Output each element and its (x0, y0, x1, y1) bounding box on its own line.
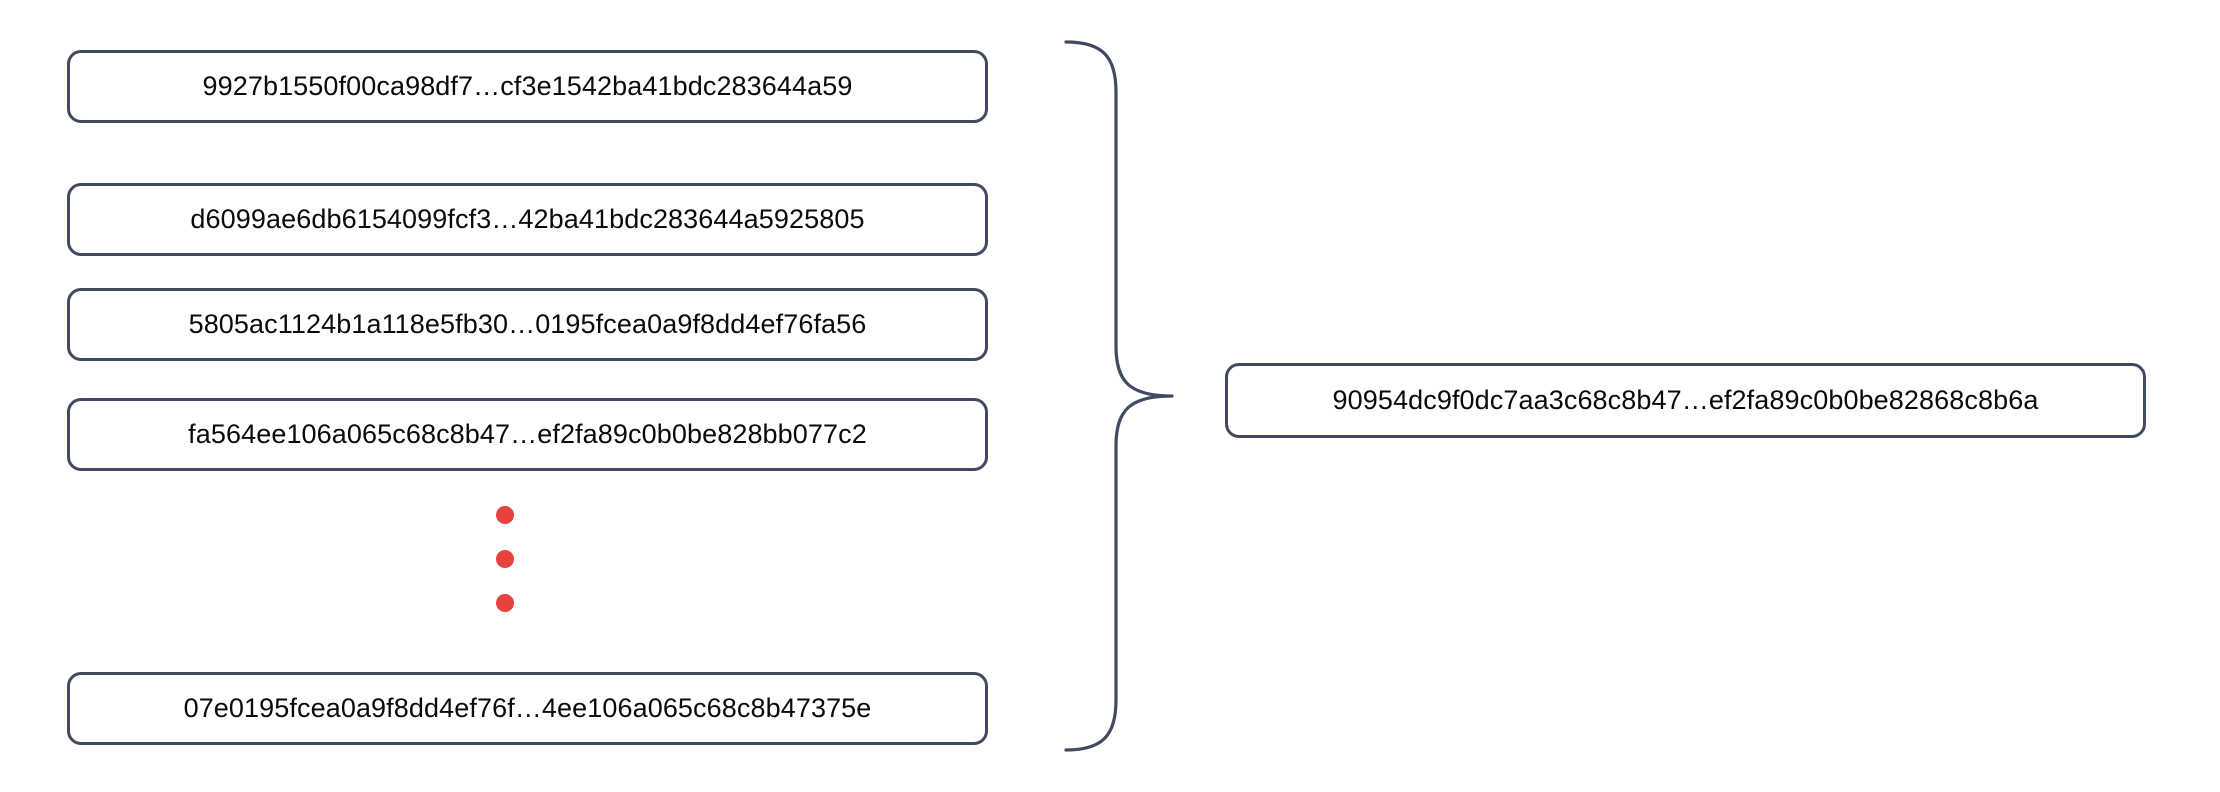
input-hash-label-1: d6099ae6db6154099fcf3…42ba41bdc283644a59… (190, 204, 865, 234)
ellipsis-dot-icon (496, 550, 514, 568)
input-hash-label-4: 07e0195fcea0a9f8dd4ef76f…4ee106a065c68c8… (183, 693, 872, 723)
input-hash-box-0[interactable]: 9927b1550f00ca98df7…cf3e1542ba41bdc28364… (67, 50, 988, 123)
input-hash-label-3: fa564ee106a065c68c8b47…ef2fa89c0b0be828b… (188, 419, 867, 449)
output-hash-label: 90954dc9f0dc7aa3c68c8b47…ef2fa89c0b0be82… (1332, 385, 2039, 415)
input-hash-box-1[interactable]: d6099ae6db6154099fcf3…42ba41bdc283644a59… (67, 183, 988, 256)
vertical-ellipsis-icon (496, 506, 516, 620)
input-hash-box-2[interactable]: 5805ac1124b1a118e5fb30…0195fcea0a9f8dd4e… (67, 288, 988, 361)
input-hash-box-3[interactable]: fa564ee106a065c68c8b47…ef2fa89c0b0be828b… (67, 398, 988, 471)
output-hash-box[interactable]: 90954dc9f0dc7aa3c68c8b47…ef2fa89c0b0be82… (1225, 363, 2146, 438)
input-hash-box-4[interactable]: 07e0195fcea0a9f8dd4ef76f…4ee106a065c68c8… (67, 672, 988, 745)
input-hash-label-0: 9927b1550f00ca98df7…cf3e1542ba41bdc28364… (202, 71, 853, 101)
input-hash-label-2: 5805ac1124b1a118e5fb30…0195fcea0a9f8dd4e… (188, 309, 867, 339)
curly-brace-icon (1064, 40, 1174, 752)
ellipsis-dot-icon (496, 506, 514, 524)
curly-brace-connector (1050, 30, 1190, 766)
ellipsis-dot-icon (496, 594, 514, 612)
